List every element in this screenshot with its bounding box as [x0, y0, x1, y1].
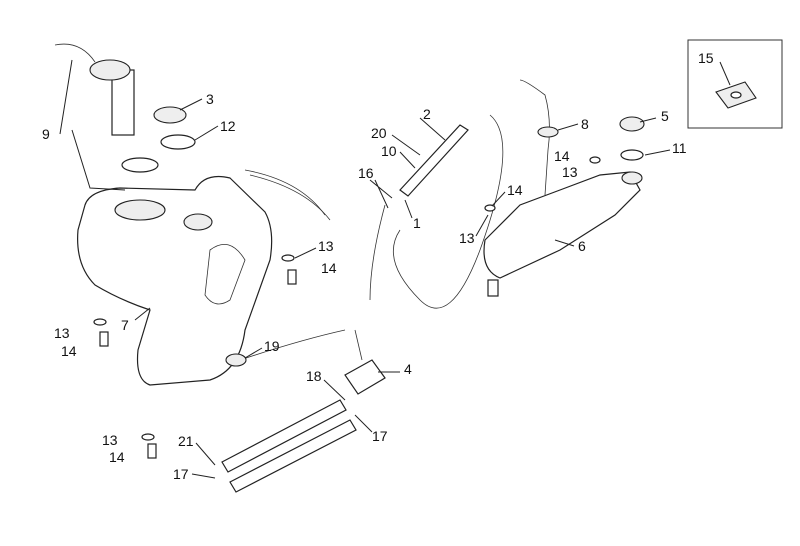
callout-21: 21	[178, 433, 194, 449]
oil-sensor-grommet	[537, 126, 559, 138]
tank-recess	[204, 243, 246, 305]
screws	[93, 156, 601, 459]
callout-14: 14	[61, 343, 77, 359]
oil-tank-neck	[621, 171, 643, 185]
callout-14: 14	[554, 148, 570, 164]
callout-17: 17	[372, 428, 388, 444]
clip-nut-hole	[730, 91, 742, 99]
hose-clip-19	[225, 353, 247, 367]
callout-10: 10	[381, 143, 397, 159]
cap-seal	[160, 134, 196, 150]
callout-13: 13	[459, 230, 475, 246]
callout-14: 14	[507, 182, 523, 198]
callout-17: 17	[173, 466, 189, 482]
oil-tank-cap	[619, 116, 645, 132]
oil-cap-seal	[620, 149, 644, 161]
fuel-gauge-head	[89, 59, 131, 81]
oil-level-wire	[519, 79, 550, 196]
callout-19: 19	[264, 338, 280, 354]
vacuum-hose	[393, 114, 504, 309]
callout-12: 12	[220, 118, 236, 134]
tank-oil-neck	[183, 213, 213, 231]
callout-6: 6	[578, 238, 586, 254]
fuel-hose	[369, 204, 386, 301]
callout-9: 9	[42, 126, 50, 142]
callout-8: 8	[581, 116, 589, 132]
callout-13: 13	[562, 164, 578, 180]
callout-13: 13	[318, 238, 334, 254]
callout-13: 13	[54, 325, 70, 341]
callout-1: 1	[413, 215, 421, 231]
oil-cap	[153, 106, 187, 124]
callout-15: 15	[698, 50, 714, 66]
vacuum-valve	[344, 359, 386, 395]
callout-20: 20	[371, 125, 387, 141]
fuel-hose-1	[221, 399, 347, 473]
gauge-wire	[54, 43, 96, 63]
callout-7: 7	[121, 317, 129, 333]
fuel-hose-2	[229, 419, 357, 493]
callout-11: 11	[672, 140, 687, 156]
gauge-gasket	[121, 157, 159, 173]
callout-13: 13	[102, 432, 118, 448]
callout-16: 16	[358, 165, 374, 181]
tank-filler-neck	[114, 199, 166, 221]
callout-14: 14	[109, 449, 125, 465]
fuel-tap-body	[399, 124, 469, 197]
inset-box	[687, 39, 783, 129]
callout-2: 2	[423, 106, 431, 122]
fuel-tank	[77, 175, 273, 386]
callout-14: 14	[321, 260, 337, 276]
callout-5: 5	[661, 108, 669, 124]
callout-18: 18	[306, 368, 322, 384]
callout-3: 3	[206, 91, 214, 107]
oil-tank	[483, 171, 641, 279]
oil-tank-outlet	[487, 279, 499, 297]
leader-lines	[59, 59, 731, 479]
callout-4: 4	[404, 361, 412, 377]
